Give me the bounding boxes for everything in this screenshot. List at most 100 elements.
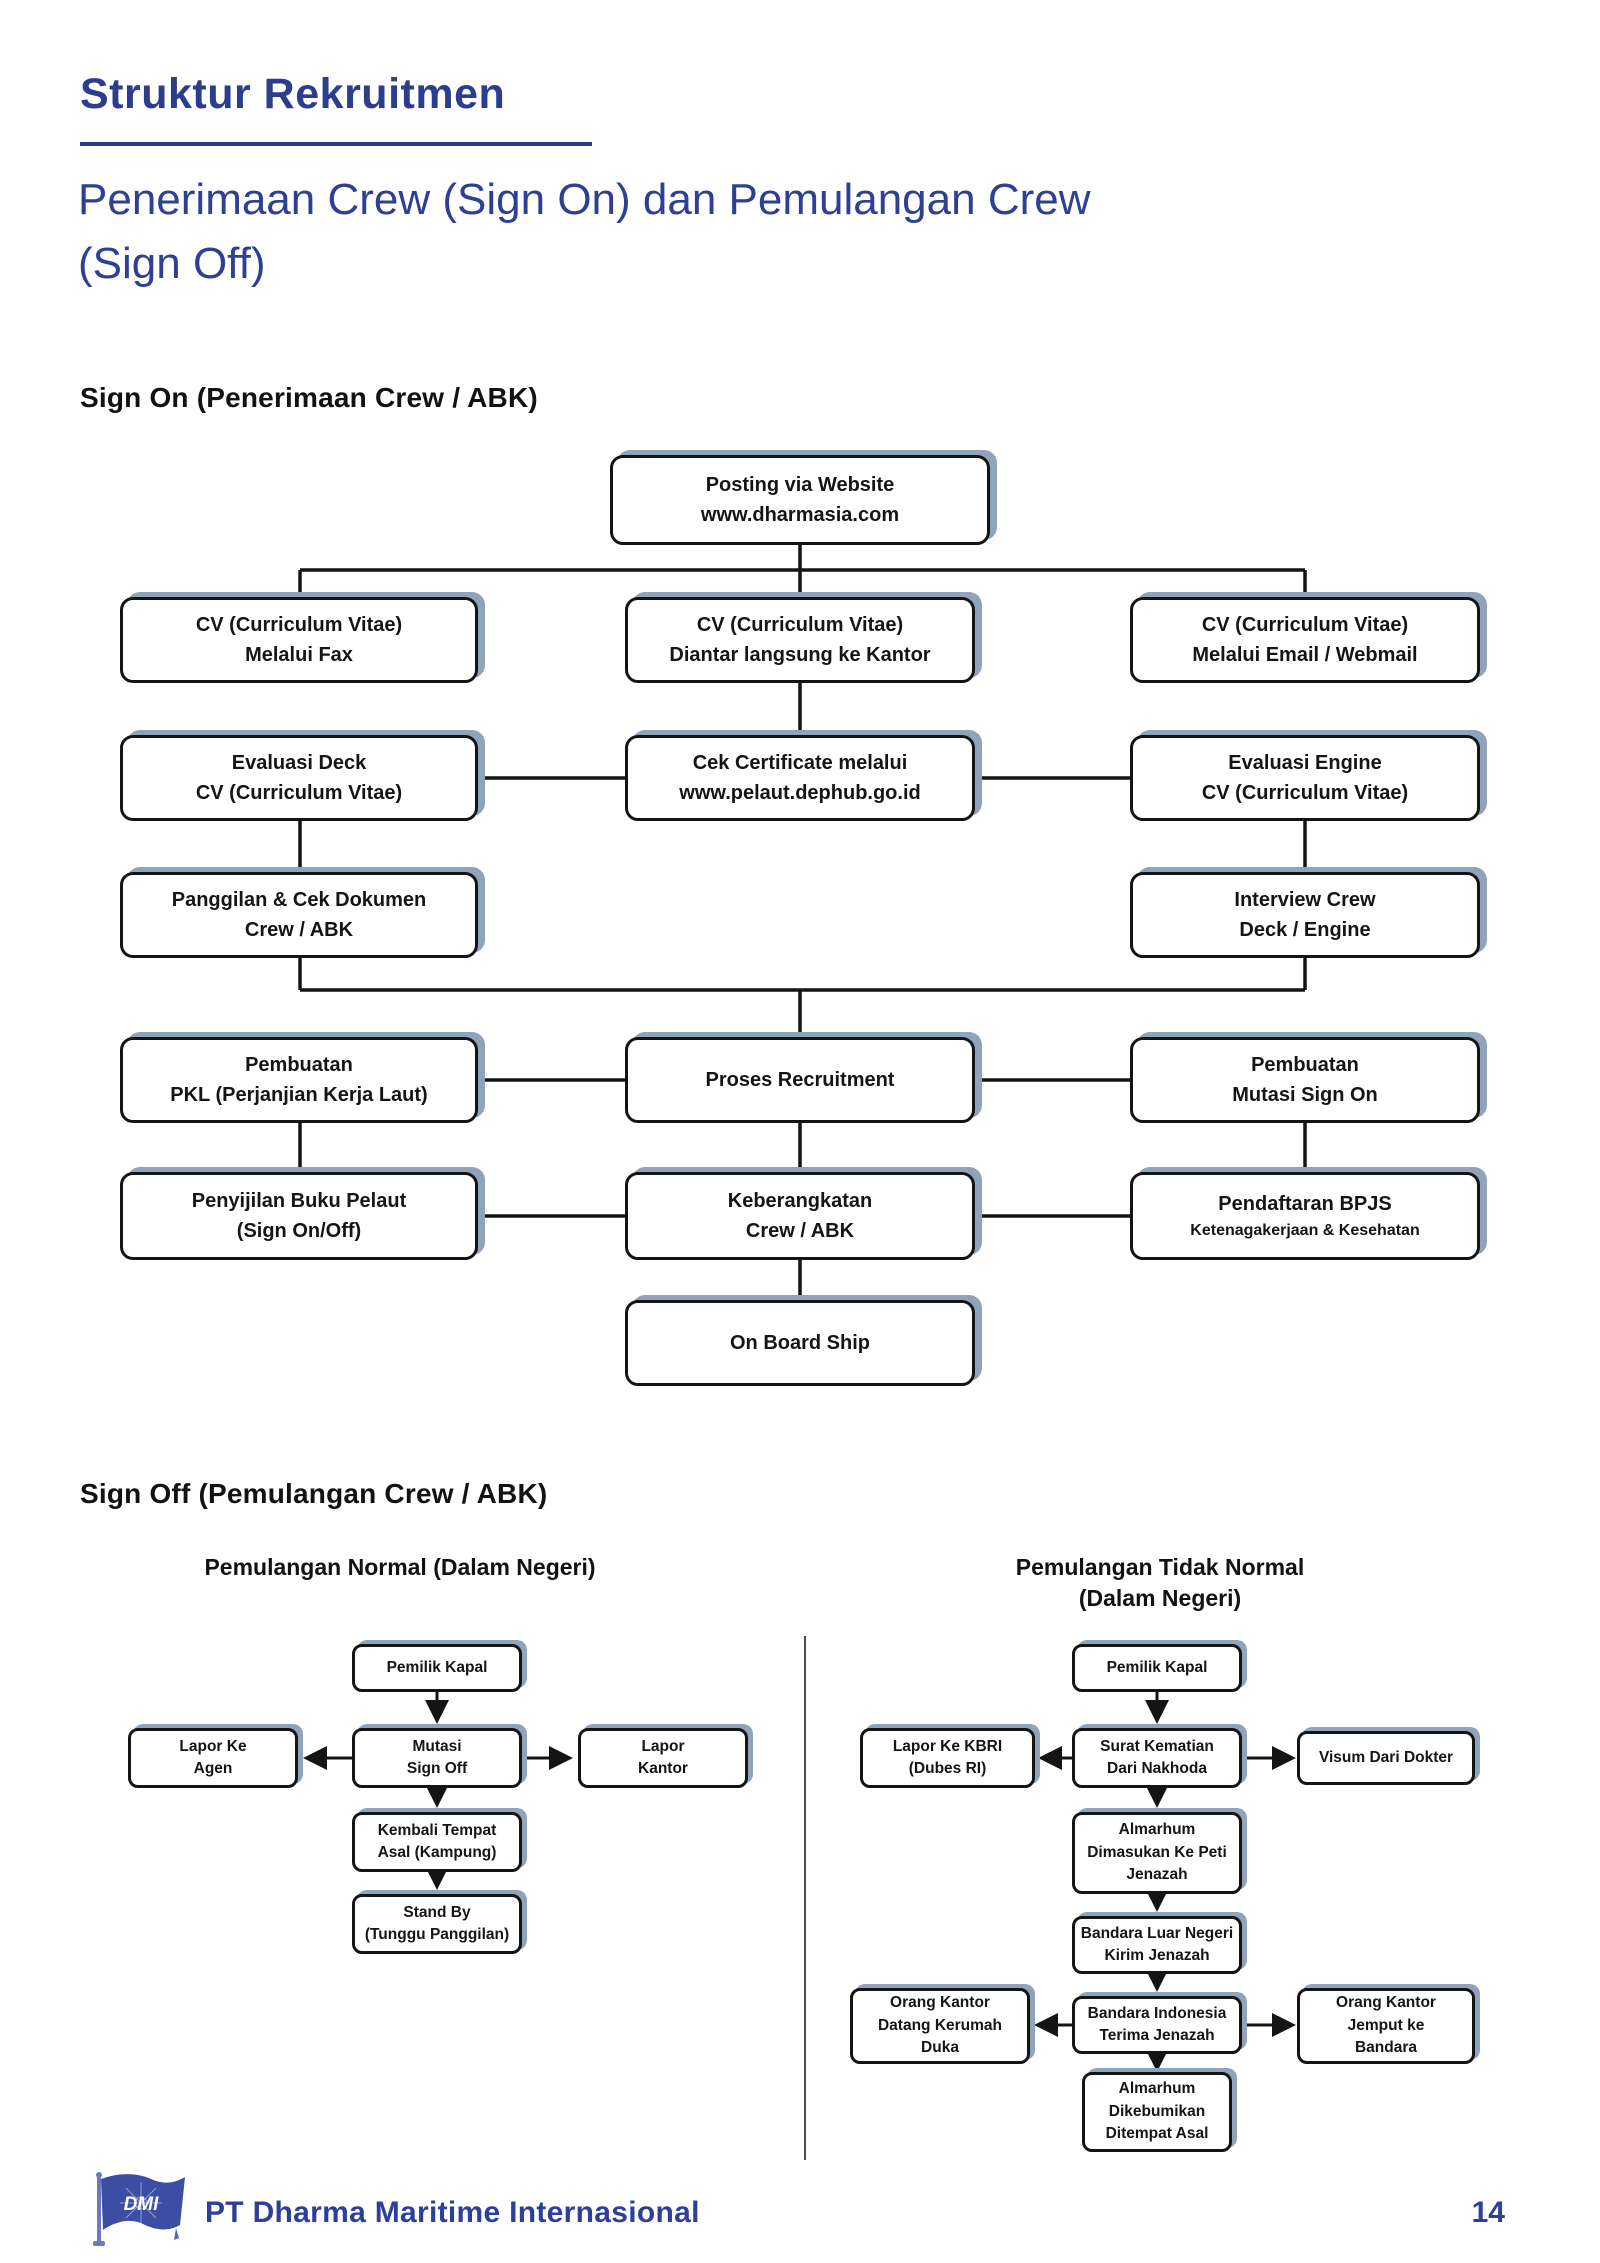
node-line: Orang Kantor xyxy=(1336,1994,1436,2012)
node-kembali-tempat-asal: Kembali Tempat Asal (Kampung) xyxy=(352,1812,522,1872)
node-line: Kirim Jenazah xyxy=(1104,1947,1210,1964)
node-line: Ketenagakerjaan & Kesehatan xyxy=(1190,1222,1420,1239)
node-line: www.dharmasia.com xyxy=(700,504,900,526)
node-line: CV (Curriculum Vitae) xyxy=(195,782,403,804)
node-stand-by: Stand By (Tunggu Panggilan) xyxy=(352,1894,522,1954)
subheading-line-1: Pemulangan Tidak Normal xyxy=(1015,1554,1305,1580)
node-line: Mutasi Sign On xyxy=(1232,1084,1378,1106)
node-line: Almarhum xyxy=(1118,2080,1196,2098)
sign-on-flowchart: Posting via Website www.dharmasia.com CV… xyxy=(80,440,1520,1400)
node-lapor-kantor: Lapor Kantor xyxy=(578,1728,748,1788)
node-line: Datang Kerumah xyxy=(877,2016,1003,2034)
node-line: CV (Curriculum Vitae) xyxy=(195,614,403,636)
node-line: Dimasukan Ke Peti xyxy=(1087,1843,1227,1861)
node-line: Almarhum xyxy=(1118,1821,1196,1839)
node-pembuatan-pkl: Pembuatan PKL (Perjanjian Kerja Laut) xyxy=(120,1037,478,1123)
node-line: Pemilik Kapal xyxy=(386,1658,488,1676)
sign-off-tidak-normal-connectors xyxy=(1034,1692,1296,2072)
node-line: Dikebumikan xyxy=(1108,2102,1206,2120)
node-line: CV (Curriculum Vitae) xyxy=(696,614,904,636)
node-line: Pendaftaran BPJS xyxy=(1218,1193,1392,1215)
node-penyijilan-buku-pelaut: Penyijilan Buku Pelaut (Sign On/Off) xyxy=(120,1172,478,1260)
node-line: Pembuatan xyxy=(1251,1054,1359,1076)
node-interview-crew: Interview Crew Deck / Engine xyxy=(1130,872,1480,958)
node-keberangkatan-crew: Keberangkatan Crew / ABK xyxy=(625,1172,975,1260)
node-line: Surat Kematian xyxy=(1100,1737,1214,1755)
node-line: Keberangkatan xyxy=(727,1190,873,1212)
node-line: Jemput ke xyxy=(1347,2016,1425,2034)
node-line: Dari Nakhoda xyxy=(1107,1760,1207,1777)
node-line: Melalui Email / Webmail xyxy=(1192,644,1418,666)
node-line: Terima Jenazah xyxy=(1099,2027,1215,2044)
dmi-flag-logo-icon: DMI xyxy=(88,2170,193,2257)
sign-off-tidak-normal-subheading: Pemulangan Tidak Normal (Dalam Negeri) xyxy=(820,1552,1500,1614)
node-line: Kembali Tempat xyxy=(377,1821,497,1839)
node-line: Lapor Ke xyxy=(179,1737,247,1755)
node-line: Sign Off xyxy=(406,1760,468,1777)
node-line: Penyijilan Buku Pelaut xyxy=(191,1190,407,1212)
node-pemilik-kapal-normal: Pemilik Kapal xyxy=(352,1644,522,1692)
node-mutasi-sign-off: Mutasi Sign Off xyxy=(352,1728,522,1788)
page-subtitle: Penerimaan Crew (Sign On) dan Pemulangan… xyxy=(78,168,1538,296)
node-line: Melalui Fax xyxy=(245,644,353,666)
node-surat-kematian: Surat Kematian Dari Nakhoda xyxy=(1072,1728,1242,1788)
charts-divider-line xyxy=(804,1636,806,2160)
sign-off-normal-subheading: Pemulangan Normal (Dalam Negeri) xyxy=(204,1554,596,1580)
node-line: Jenazah xyxy=(1126,1866,1188,1884)
footer-page-number: 14 xyxy=(1471,2196,1505,2229)
node-cv-kantor: CV (Curriculum Vitae) Diantar langsung k… xyxy=(625,597,975,683)
node-line: Cek Certificate melalui xyxy=(692,752,908,774)
node-posting-website: Posting via Website www.dharmasia.com xyxy=(610,455,990,545)
sign-off-tidak-normal-flowchart: Pemilik Kapal Lapor Ke KBRI (Dubes RI) S… xyxy=(840,1640,1520,2160)
node-bandara-indonesia: Bandara Indonesia Terima Jenazah xyxy=(1072,1996,1242,2054)
node-line: Pembuatan xyxy=(245,1054,353,1076)
node-orang-kantor-jemput: Orang Kantor Jemput ke Bandara xyxy=(1297,1988,1475,2064)
node-line: CV (Curriculum Vitae) xyxy=(1201,614,1409,636)
node-line: Mutasi xyxy=(412,1737,462,1755)
node-line: On Board Ship xyxy=(730,1332,870,1354)
sign-off-normal-flowchart: Pemilik Kapal Lapor Ke Agen Mutasi Sign … xyxy=(100,1640,780,2160)
node-line: Panggilan & Cek Dokumen xyxy=(171,889,427,911)
node-evaluasi-deck: Evaluasi Deck CV (Curriculum Vitae) xyxy=(120,735,478,821)
node-visum-dari-dokter: Visum Dari Dokter xyxy=(1297,1731,1475,1785)
node-line: Visum Dari Dokter xyxy=(1318,1748,1454,1766)
node-line: Crew / ABK xyxy=(745,1220,855,1242)
subtitle-line-2: (Sign Off) xyxy=(78,238,266,288)
node-line: Bandara Indonesia xyxy=(1087,2004,1227,2022)
sign-off-heading: Sign Off (Pemulangan Crew / ABK) xyxy=(80,1478,548,1509)
node-line: Evaluasi Engine xyxy=(1228,752,1382,774)
subheading-line-2: (Dalam Negeri) xyxy=(1078,1585,1242,1612)
node-cek-certificate: Cek Certificate melalui www.pelaut.dephu… xyxy=(625,735,975,821)
node-panggilan-cek-dokumen: Panggilan & Cek Dokumen Crew / ABK xyxy=(120,872,478,958)
node-cv-email: CV (Curriculum Vitae) Melalui Email / We… xyxy=(1130,597,1480,683)
node-line: Interview Crew xyxy=(1234,889,1376,911)
footer-company-name: PT Dharma Maritime Internasional xyxy=(205,2196,700,2229)
node-cv-fax: CV (Curriculum Vitae) Melalui Fax xyxy=(120,597,478,683)
node-line: Deck / Engine xyxy=(1239,919,1371,941)
node-pembuatan-mutasi-sign-on: Pembuatan Mutasi Sign On xyxy=(1130,1037,1480,1123)
node-orang-kantor-rumah-duka: Orang Kantor Datang Kerumah Duka xyxy=(850,1988,1030,2064)
node-line: Duka xyxy=(921,2039,959,2057)
node-line: www.pelaut.dephub.go.id xyxy=(679,782,921,804)
node-lapor-ke-kbri: Lapor Ke KBRI (Dubes RI) xyxy=(860,1728,1035,1788)
title-underline xyxy=(80,142,592,146)
node-lapor-ke-agen: Lapor Ke Agen xyxy=(128,1728,298,1788)
node-pendaftaran-bpjs: Pendaftaran BPJS Ketenagakerjaan & Keseh… xyxy=(1130,1172,1480,1260)
node-line: Proses Recruitment xyxy=(705,1069,895,1091)
node-line: (Tunggu Panggilan) xyxy=(364,1926,510,1943)
node-proses-recruitment: Proses Recruitment xyxy=(625,1037,975,1123)
node-line: (Sign On/Off) xyxy=(236,1220,362,1242)
page-title: Struktur Rekruitmen xyxy=(80,70,506,118)
node-line: Stand By xyxy=(403,1903,471,1921)
sign-off-normal-connectors xyxy=(303,1692,573,1890)
node-bandara-luar-negeri: Bandara Luar Negeri Kirim Jenazah xyxy=(1072,1916,1242,1974)
node-evaluasi-engine: Evaluasi Engine CV (Curriculum Vitae) xyxy=(1130,735,1480,821)
node-line: PKL (Perjanjian Kerja Laut) xyxy=(170,1084,428,1106)
node-line: Pemilik Kapal xyxy=(1106,1658,1208,1676)
node-pemilik-kapal-tidak-normal: Pemilik Kapal xyxy=(1072,1644,1242,1692)
node-line: Kantor xyxy=(638,1760,688,1777)
node-line: Lapor Ke KBRI xyxy=(892,1737,1003,1755)
node-line: CV (Curriculum Vitae) xyxy=(1201,782,1409,804)
node-line: Evaluasi Deck xyxy=(231,752,367,774)
